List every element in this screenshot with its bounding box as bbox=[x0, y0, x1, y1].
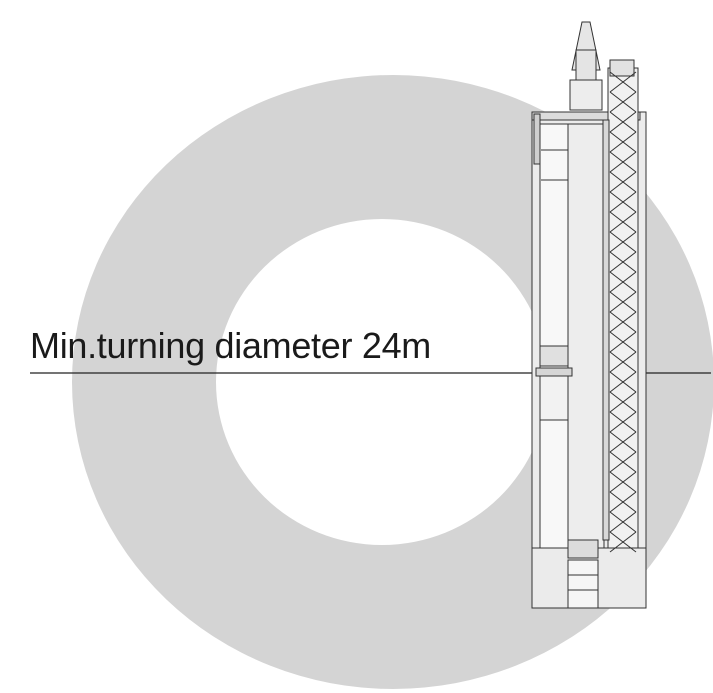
min-turning-diameter-label: Min.turning diameter 24m bbox=[30, 325, 431, 366]
mast-lattice bbox=[609, 71, 637, 553]
rig-vehicle bbox=[531, 21, 647, 609]
